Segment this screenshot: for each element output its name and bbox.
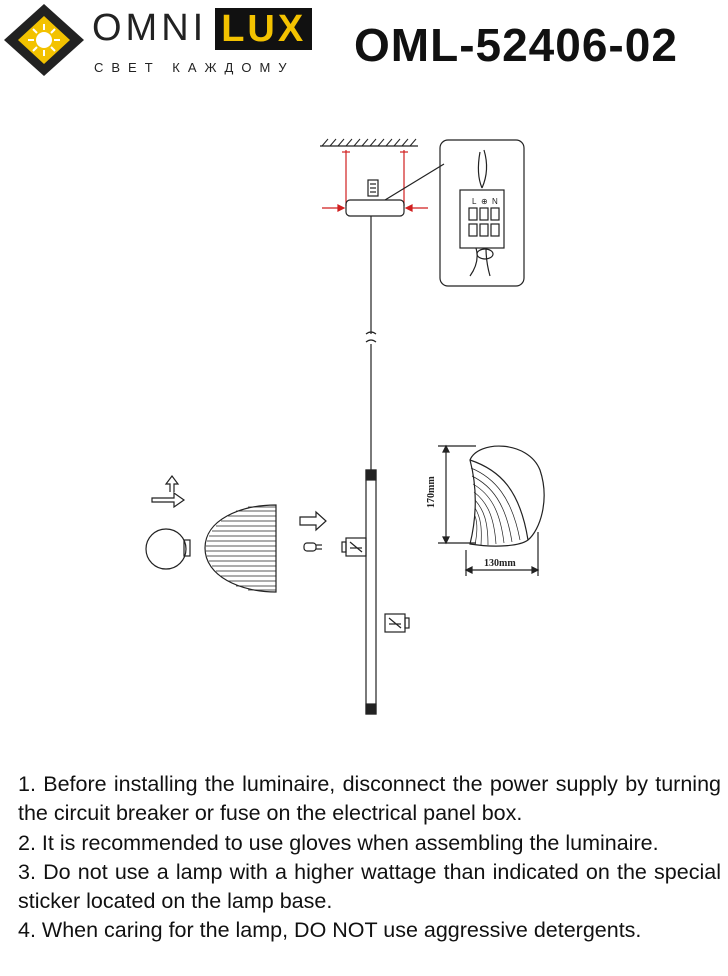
instruction-2: 2. It is recommended to use gloves when … — [18, 830, 659, 855]
assembly-arrow-icon — [299, 510, 327, 532]
terminal-label-ground: ⊕ — [481, 197, 488, 206]
safety-instructions: 1. Before installing the luminaire, disc… — [18, 770, 721, 946]
brand-tagline: СВЕТ КАЖДОМУ — [94, 60, 295, 75]
instruction-4: 4. When caring for the lamp, DO NOT use … — [18, 918, 642, 943]
g9-bulb-icon — [303, 542, 322, 552]
model-number: OML-52406-02 — [354, 19, 678, 71]
height-dimension-label: 170mm — [426, 476, 437, 508]
ceiling-canopy — [345, 199, 405, 217]
socket-clip-upper — [341, 537, 367, 557]
instruction-1: 1. Before installing the luminaire, disc… — [18, 772, 721, 826]
shade-dimension-view: 170mm 130mm — [426, 444, 545, 576]
shade-side-view — [204, 504, 277, 593]
brand-lux: LUX — [215, 8, 313, 50]
terminal-label-n: N — [492, 197, 498, 206]
terminal-label-l: L — [472, 197, 477, 206]
ring-clip — [145, 528, 191, 570]
rotate-arrows-icon — [151, 475, 186, 509]
installation-diagram: L ⊕ N — [145, 138, 545, 715]
brand-omni: OMNI — [92, 7, 208, 49]
callout-line — [384, 163, 445, 201]
instruction-3: 3. Do not use a lamp with a higher watta… — [18, 859, 721, 914]
mounting-screws — [322, 150, 428, 212]
omnilux-logo — [4, 4, 84, 76]
socket-clip-lower — [384, 613, 410, 633]
fixture-rod — [365, 469, 377, 715]
logo-diamond-icon — [4, 4, 84, 76]
wiring-detail: L ⊕ N — [439, 139, 525, 287]
ceiling-hatch — [320, 138, 418, 147]
width-dimension-label: 130mm — [484, 558, 516, 569]
